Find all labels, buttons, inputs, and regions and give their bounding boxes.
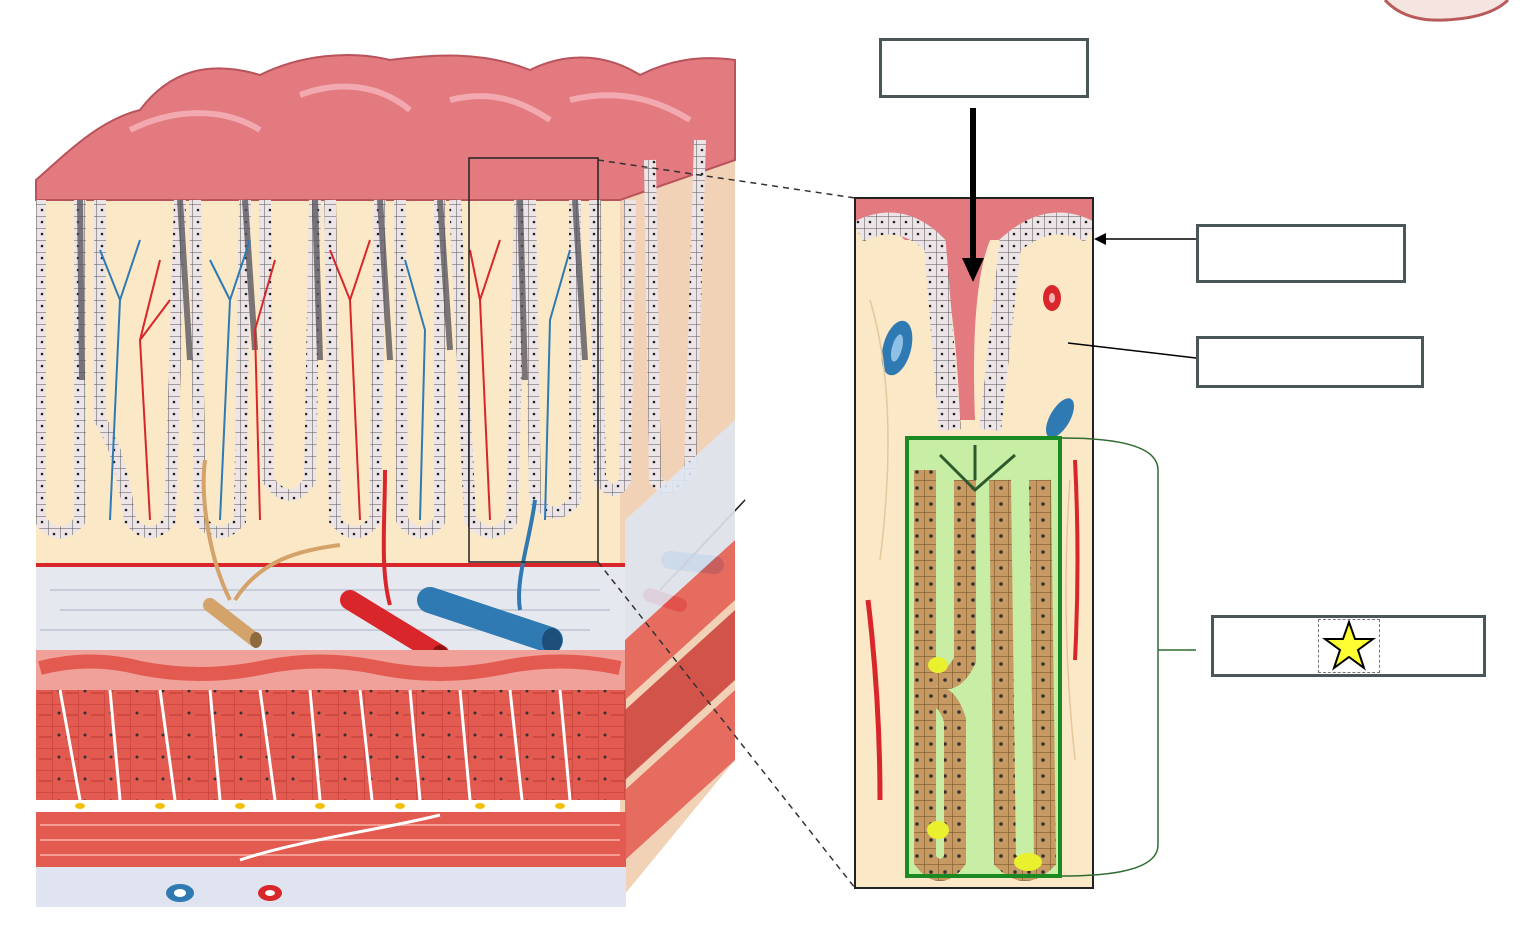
mucosal-surface-folds [35, 54, 736, 201]
gastric-gland-highlight [905, 436, 1062, 881]
magnified-region-outline [468, 157, 599, 563]
label-box-top[interactable] [879, 38, 1089, 98]
label-box-gastric-gland[interactable] [1211, 615, 1486, 677]
star-icon [1321, 620, 1376, 671]
magnification-connectors [597, 159, 856, 889]
leader-lines [962, 108, 1197, 359]
logo-fragment-icon [1383, 0, 1510, 22]
muscularis-circular [36, 690, 626, 800]
label-box-surface-epithelium[interactable] [1196, 224, 1406, 283]
serosa-layer [36, 867, 626, 907]
nerve-plexus-dots [75, 803, 565, 809]
label-box-lamina-propria[interactable] [1196, 336, 1424, 388]
star-marker [1317, 619, 1380, 673]
gland-bracket [1061, 437, 1196, 877]
gastric-glands [36, 139, 706, 539]
capillaries [99, 239, 571, 521]
wall-section-block [35, 54, 746, 907]
